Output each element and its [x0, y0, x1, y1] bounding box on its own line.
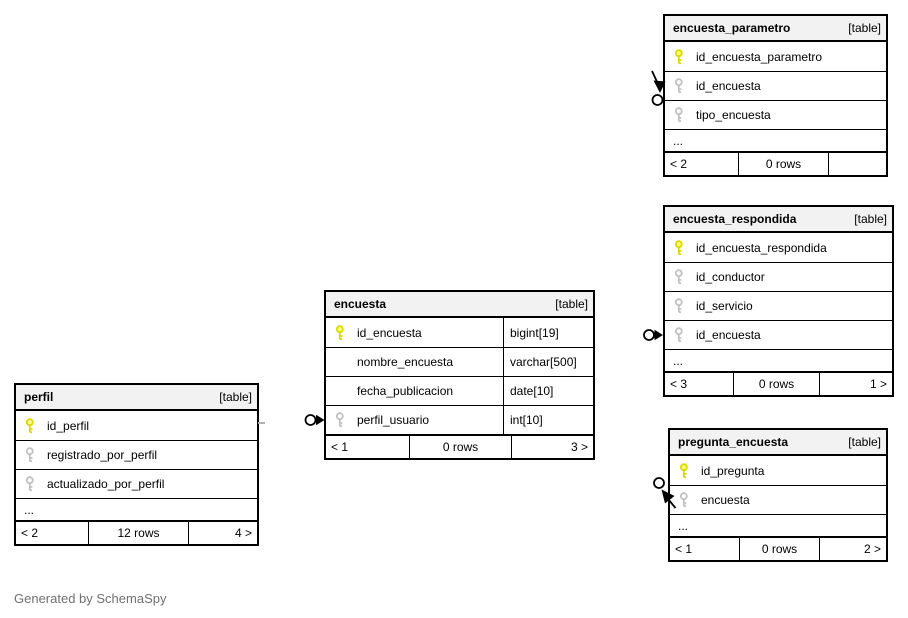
primary-key-icon	[679, 462, 689, 479]
table-type-badge: [table]	[555, 297, 588, 311]
table-title: pregunta_encuesta	[678, 435, 789, 449]
hidden-columns-ellipsis: ...	[665, 349, 892, 371]
column-row: id_conductor	[665, 262, 892, 291]
column-row: id_servicio	[665, 291, 892, 320]
primary-key-icon	[674, 48, 684, 65]
foreign-key-icon	[674, 298, 684, 314]
column-name: id_encuesta	[357, 325, 422, 340]
rows-count: 12 rows	[88, 522, 189, 544]
table-footer: < 2 12 rows 4 >	[16, 520, 257, 544]
table-header: pregunta_encuesta [table]	[670, 430, 886, 456]
table-header: encuesta_parametro [table]	[665, 16, 886, 42]
parents-count: < 1	[331, 440, 349, 454]
table-type-badge: [table]	[848, 21, 881, 35]
edge-stub-perfil	[258, 422, 265, 424]
rows-count: 0 rows	[738, 153, 829, 175]
foreign-key-icon	[25, 476, 35, 492]
column-name: tipo_encuesta	[696, 108, 771, 122]
foreign-key-icon	[25, 447, 35, 463]
column-name: id_encuesta_respondida	[696, 240, 827, 255]
column-row: encuesta	[670, 485, 886, 514]
column-name: id_encuesta_parametro	[696, 49, 823, 64]
column-row: id_pregunta	[670, 456, 886, 485]
generated-by-note: Generated by SchemaSpy	[14, 591, 167, 606]
rows-count: 0 rows	[739, 538, 820, 560]
table-node-perfil[interactable]: perfil [table] id_perfil registrado_por_…	[14, 383, 259, 546]
column-name: actualizado_por_perfil	[47, 477, 165, 491]
column-name: id_pregunta	[701, 463, 765, 478]
table-footer: < 1 0 rows 2 >	[670, 536, 886, 560]
table-footer: < 3 0 rows 1 >	[665, 371, 892, 395]
table-header: encuesta_respondida [table]	[665, 207, 892, 233]
table-title: encuesta_parametro	[673, 21, 791, 35]
column-row: actualizado_por_perfil	[16, 469, 257, 498]
table-type-badge: [table]	[219, 390, 252, 404]
primary-key-icon	[674, 239, 684, 256]
rows-count: 0 rows	[409, 436, 512, 458]
table-node-encuesta-respondida[interactable]: encuesta_respondida [table] id_encuesta_…	[663, 205, 894, 397]
children-count: 3 >	[570, 440, 588, 454]
table-header: encuesta [table]	[326, 292, 593, 318]
column-row: perfil_usuario int[10]	[326, 405, 593, 434]
column-row: registrado_por_perfil	[16, 440, 257, 469]
rows-count: 0 rows	[733, 373, 820, 395]
column-name: id_conductor	[696, 270, 765, 284]
column-name: perfil_usuario	[357, 413, 430, 427]
column-row: id_encuesta	[665, 320, 892, 349]
table-type-badge: [table]	[848, 435, 881, 449]
table-node-pregunta-encuesta[interactable]: pregunta_encuesta [table] id_pregunta en…	[668, 428, 888, 562]
primary-key-icon	[335, 324, 345, 341]
parents-count: < 3	[670, 377, 688, 391]
hidden-columns-ellipsis: ...	[16, 498, 257, 520]
column-name: fecha_publicacion	[357, 384, 454, 398]
foreign-key-icon	[674, 327, 684, 343]
table-header: perfil [table]	[16, 385, 257, 411]
column-type: int[10]	[503, 406, 593, 434]
table-node-encuesta-parametro[interactable]: encuesta_parametro [table] id_encuesta_p…	[663, 14, 888, 177]
column-type: date[10]	[503, 377, 593, 405]
table-footer: < 2 0 rows	[665, 151, 886, 175]
primary-key-icon	[25, 417, 35, 434]
hidden-columns-ellipsis: ...	[670, 514, 886, 536]
column-row: id_encuesta bigint[19]	[326, 318, 593, 347]
column-row: id_encuesta	[665, 71, 886, 100]
column-name: registrado_por_perfil	[47, 448, 158, 462]
column-name: nombre_encuesta	[357, 355, 454, 369]
children-count: 1 >	[869, 377, 887, 391]
parents-count: < 2	[670, 157, 688, 171]
column-name: encuesta	[701, 493, 750, 507]
column-row: id_encuesta_respondida	[665, 233, 892, 262]
column-row: tipo_encuesta	[665, 100, 886, 129]
table-title: encuesta_respondida	[673, 212, 797, 226]
column-name: id_perfil	[47, 418, 90, 433]
foreign-key-icon	[674, 107, 684, 123]
foreign-key-icon	[674, 78, 684, 94]
column-type: varchar[500]	[503, 348, 593, 376]
children-count: 2 >	[863, 542, 881, 556]
table-footer: < 1 0 rows 3 >	[326, 434, 593, 458]
foreign-key-icon	[679, 492, 689, 508]
children-count	[829, 153, 886, 175]
column-row: id_perfil	[16, 411, 257, 440]
table-title: perfil	[24, 390, 54, 404]
hidden-columns-ellipsis: ...	[665, 129, 886, 151]
column-type: bigint[19]	[503, 318, 593, 347]
column-name: id_encuesta	[696, 328, 761, 342]
foreign-key-icon	[674, 269, 684, 285]
table-node-encuesta[interactable]: encuesta [table] id_encuesta bigint[19] …	[324, 290, 595, 460]
table-type-badge: [table]	[854, 212, 887, 226]
fk-connector-encuesta-respondida-id-encuesta	[643, 329, 663, 341]
column-row: nombre_encuesta varchar[500]	[326, 347, 593, 376]
column-name: id_encuesta	[696, 79, 761, 93]
table-title: encuesta	[334, 297, 387, 311]
parents-count: < 1	[675, 542, 693, 556]
foreign-key-icon	[335, 412, 345, 428]
fk-connector-encuesta-perfil-usuario	[304, 414, 325, 426]
parents-count: < 2	[21, 526, 39, 540]
column-name: id_servicio	[696, 299, 753, 313]
children-count: 4 >	[234, 526, 252, 540]
column-row: fecha_publicacion date[10]	[326, 376, 593, 405]
column-row: id_encuesta_parametro	[665, 42, 886, 71]
